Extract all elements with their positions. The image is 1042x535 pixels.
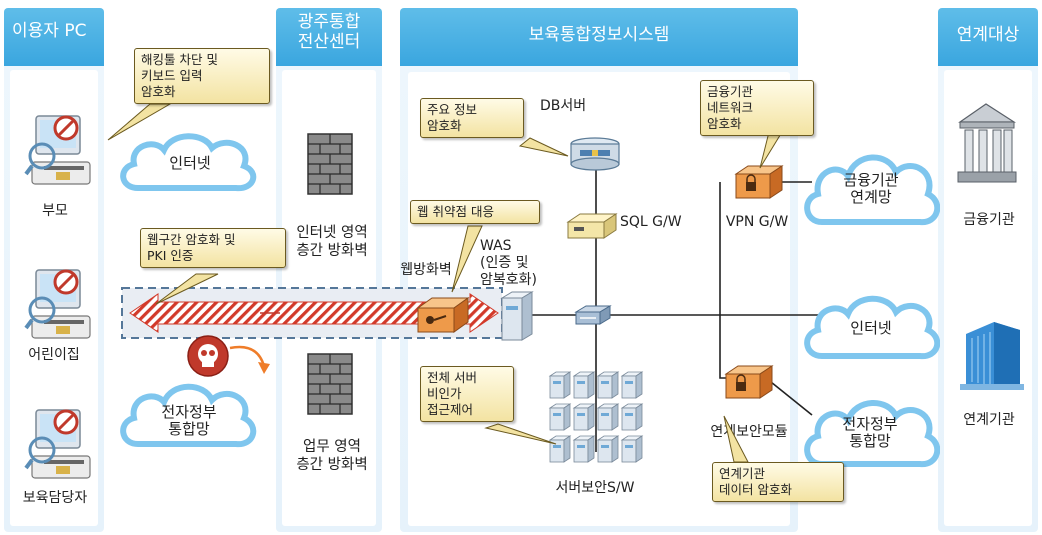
bank-building-icon xyxy=(957,103,1017,183)
column-body xyxy=(944,70,1032,526)
skull-icon xyxy=(187,335,270,377)
cloud-shape xyxy=(804,400,940,468)
callout-web-encrypt: 웹구간 암호화 및 PKI 인증 xyxy=(140,228,286,268)
cloud-shape xyxy=(120,383,257,448)
brick-wall-icon xyxy=(307,353,353,415)
cloud-egov-left: 전자정부 통합망 xyxy=(161,403,217,438)
cloud-egov-right: 전자정부 통합망 xyxy=(842,415,898,450)
column-linked-target: 연계대상 xyxy=(938,8,1038,532)
cloud-internet-left: 인터넷 xyxy=(169,154,211,172)
user-label-parent: 부모 xyxy=(42,203,68,219)
encrypted-tunnel xyxy=(121,287,503,339)
user-label-daycare: 어린이집 xyxy=(28,347,80,363)
column-header-gwangju-center: 광주통합 전산센터 xyxy=(276,8,382,66)
was-label: WAS (인증 및 암복호화) xyxy=(480,238,537,288)
cloud-internet-right: 인터넷 xyxy=(850,319,892,337)
database-icon xyxy=(570,137,620,171)
server-farm-icon xyxy=(548,371,643,463)
internet-firewall-label: 인터넷 영역 층간 방화벽 xyxy=(296,225,368,259)
callout-web-vuln: 웹 취약점 대응 xyxy=(410,200,540,224)
cloud-shape xyxy=(804,295,940,360)
server-icon xyxy=(500,291,534,341)
user-label-staff: 보육담당자 xyxy=(22,490,88,506)
callout-server-access: 전체 서버 비인가 접근제어 xyxy=(420,366,514,422)
linked-inst-label: 연계기관 xyxy=(963,412,1015,428)
cloud-shape xyxy=(120,133,257,192)
cloud-finance-net: 금융기관 연계망 xyxy=(843,171,899,206)
user-pc-icon xyxy=(24,262,96,342)
db-server-label: DB서버 xyxy=(540,98,587,114)
web-firewall-icon xyxy=(416,297,470,333)
web-firewall-label: 웹방화벽 xyxy=(400,262,452,278)
finance-inst-label: 금융기관 xyxy=(963,212,1015,228)
callout-hacking-tool: 해킹툴 차단 및 키보드 입력 암호화 xyxy=(134,48,270,104)
vpn-device-icon xyxy=(724,365,774,399)
user-pc-icon xyxy=(24,402,96,482)
column-header-linked-target: 연계대상 xyxy=(938,8,1038,66)
user-pc-icon xyxy=(24,108,96,188)
cloud-shape xyxy=(804,154,940,226)
brick-wall-icon xyxy=(307,133,353,195)
business-firewall-label: 업무 영역 층간 방화벽 xyxy=(296,439,368,473)
sql-gw-label: SQL G/W xyxy=(620,214,682,230)
vpn-device-icon xyxy=(734,165,784,199)
office-building-icon xyxy=(960,322,1024,390)
gateway-box-icon xyxy=(566,213,618,239)
switch-icon xyxy=(574,305,612,325)
server-security-label: 서버보안S/W xyxy=(555,480,635,496)
column-header-integrated-system: 보육통합정보시스템 xyxy=(400,8,798,66)
vpn-gw-label: VPN G/W xyxy=(725,214,789,230)
column-header-user-pc: 이용자 PC xyxy=(4,8,104,66)
callout-finance-encrypt: 금융기관 네트워크 암호화 xyxy=(700,80,814,136)
callout-linked-encrypt: 연계기관 데이터 암호화 xyxy=(712,462,844,502)
callout-db-encrypt: 주요 정보 암호화 xyxy=(420,98,524,138)
